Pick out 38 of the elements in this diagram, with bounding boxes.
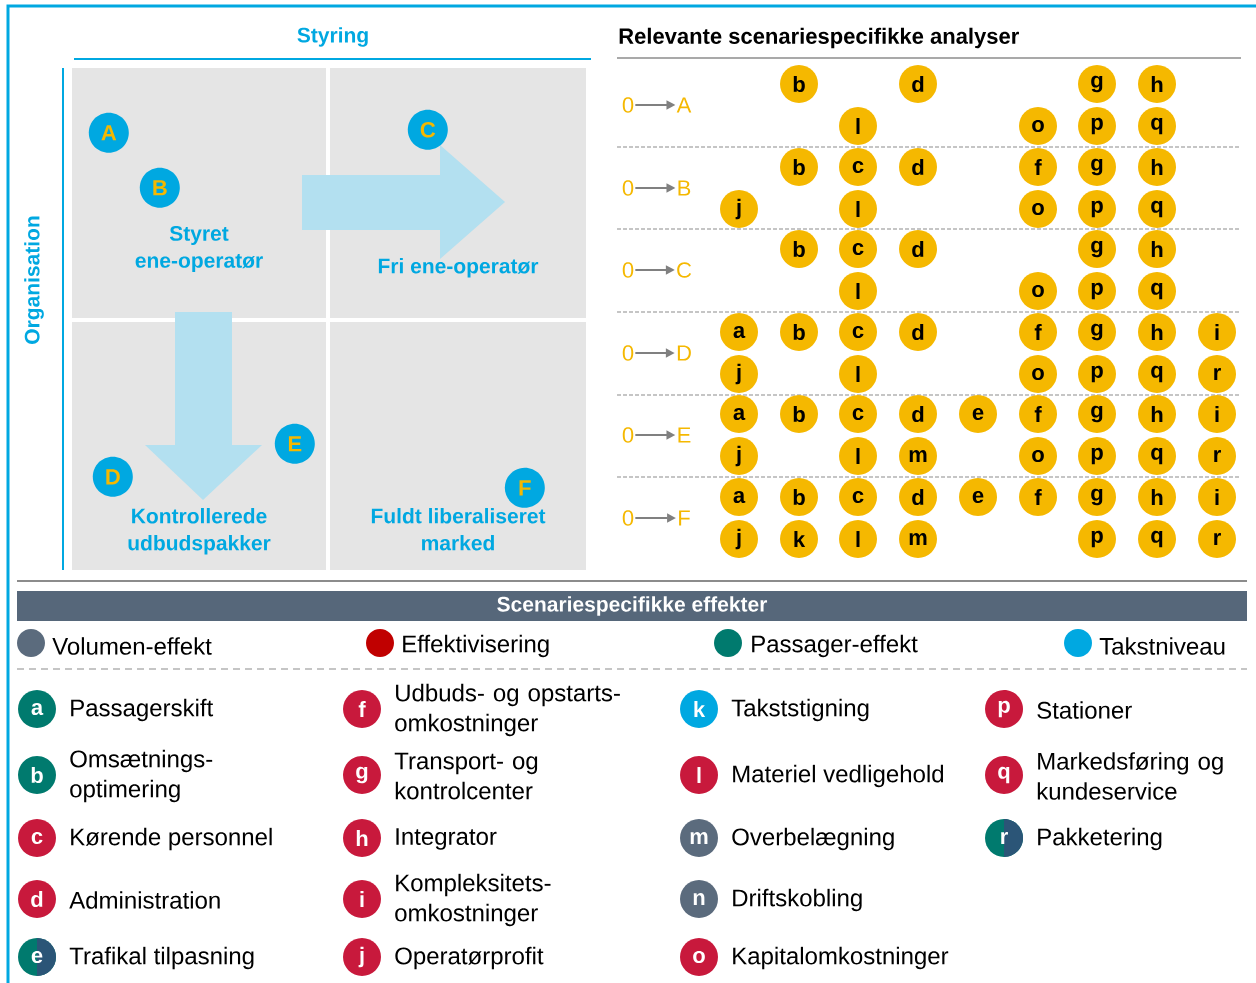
axis-label: Styring: [297, 27, 368, 47]
scenario-label: D: [677, 345, 691, 361]
effect-label: Kompleksitets- omkostninger: [395, 873, 551, 927]
axis-label: Organisation: [24, 216, 44, 344]
scenario-label: C: [677, 262, 692, 278]
effect-label: Trafikal tilpasning: [69, 946, 254, 970]
legend-label: Volumen-effekt: [52, 637, 212, 655]
scenario-label: A: [676, 97, 692, 113]
heading: Relevante scenariespecifikke analyser: [619, 27, 1019, 49]
scenario-label: 0: [622, 345, 634, 361]
legend-label: Effektivisering: [403, 634, 549, 658]
effect-label: Administration: [69, 891, 220, 909]
effect-label: Passagerskift: [71, 698, 214, 722]
effect-label: Operatørprofit: [395, 946, 544, 970]
effect-label: Kørende personnel: [71, 827, 272, 851]
header-bar: Scenariespecifikke effekter: [17, 591, 1247, 621]
legend-label: Takstniveau: [1099, 637, 1225, 655]
scenario-label: B: [678, 180, 691, 196]
effect-label: Overbelægning: [732, 827, 894, 851]
effect-label: Driftskobling: [733, 888, 862, 912]
scenario-label: 0: [622, 180, 634, 196]
scenario-label: 0: [622, 427, 634, 443]
legend-label: Passager-effekt: [752, 634, 918, 658]
effect-label: Transport- og kontrolcenter: [394, 752, 538, 800]
effect-label: Pakketering: [1038, 827, 1162, 851]
effect-label: Materiel vedligehold: [733, 764, 944, 788]
effect-label: Integrator: [396, 828, 497, 850]
effect-label: Stationer: [1037, 701, 1132, 719]
scenario-label: 0: [622, 510, 634, 526]
effect-label: Kapitalomkostninger: [733, 946, 949, 970]
effect-label: Omsætnings- optimering: [70, 749, 213, 803]
effect-label: Takststigning: [731, 698, 869, 722]
scenario-label: 0: [622, 97, 634, 113]
scenario-label: F: [679, 510, 690, 526]
scenario-label: E: [678, 427, 691, 443]
effect-label: Udbuds- og opstarts- omkostninger: [395, 683, 620, 737]
effect-label: Markedsføring og kundeservice: [1037, 752, 1223, 800]
scenario-label: 0: [622, 262, 634, 278]
